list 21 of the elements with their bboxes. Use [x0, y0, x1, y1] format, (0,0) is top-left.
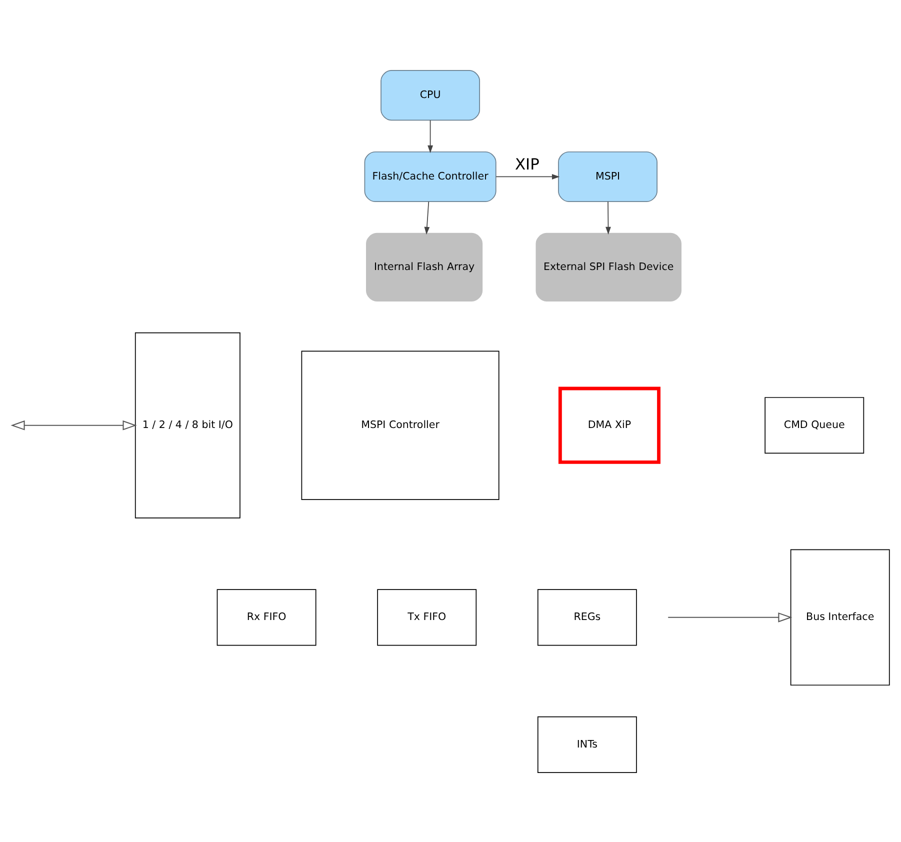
arrow: [10, 420, 137, 430]
node-box: MSPI: [558, 150, 658, 202]
node-box: 1 / 2 / 4 / 8 bit I/O: [134, 332, 240, 518]
node-box: Rx FIFO: [216, 588, 316, 646]
arrow: [496, 174, 560, 179]
node-box: MSPI Controller: [301, 350, 500, 500]
arrow: [428, 119, 433, 153]
node-box: CPU: [380, 70, 480, 120]
node-box: Flash/Cache Controller: [364, 150, 496, 202]
node-box: INTs: [537, 716, 637, 772]
node-box: Tx FIFO: [377, 588, 477, 646]
arrow: [606, 200, 611, 234]
arrow: [668, 612, 792, 622]
node-box: DMA XiP: [558, 386, 660, 464]
node-box: CMD Queue: [764, 396, 864, 454]
edge-label: XIP: [514, 154, 540, 173]
node-box: Internal Flash Array: [366, 232, 483, 301]
node-box: External SPI Flash Device: [536, 232, 682, 301]
arrow: [424, 200, 430, 234]
node-box: REGs: [537, 588, 637, 646]
node-box: Bus Interface: [790, 548, 890, 686]
